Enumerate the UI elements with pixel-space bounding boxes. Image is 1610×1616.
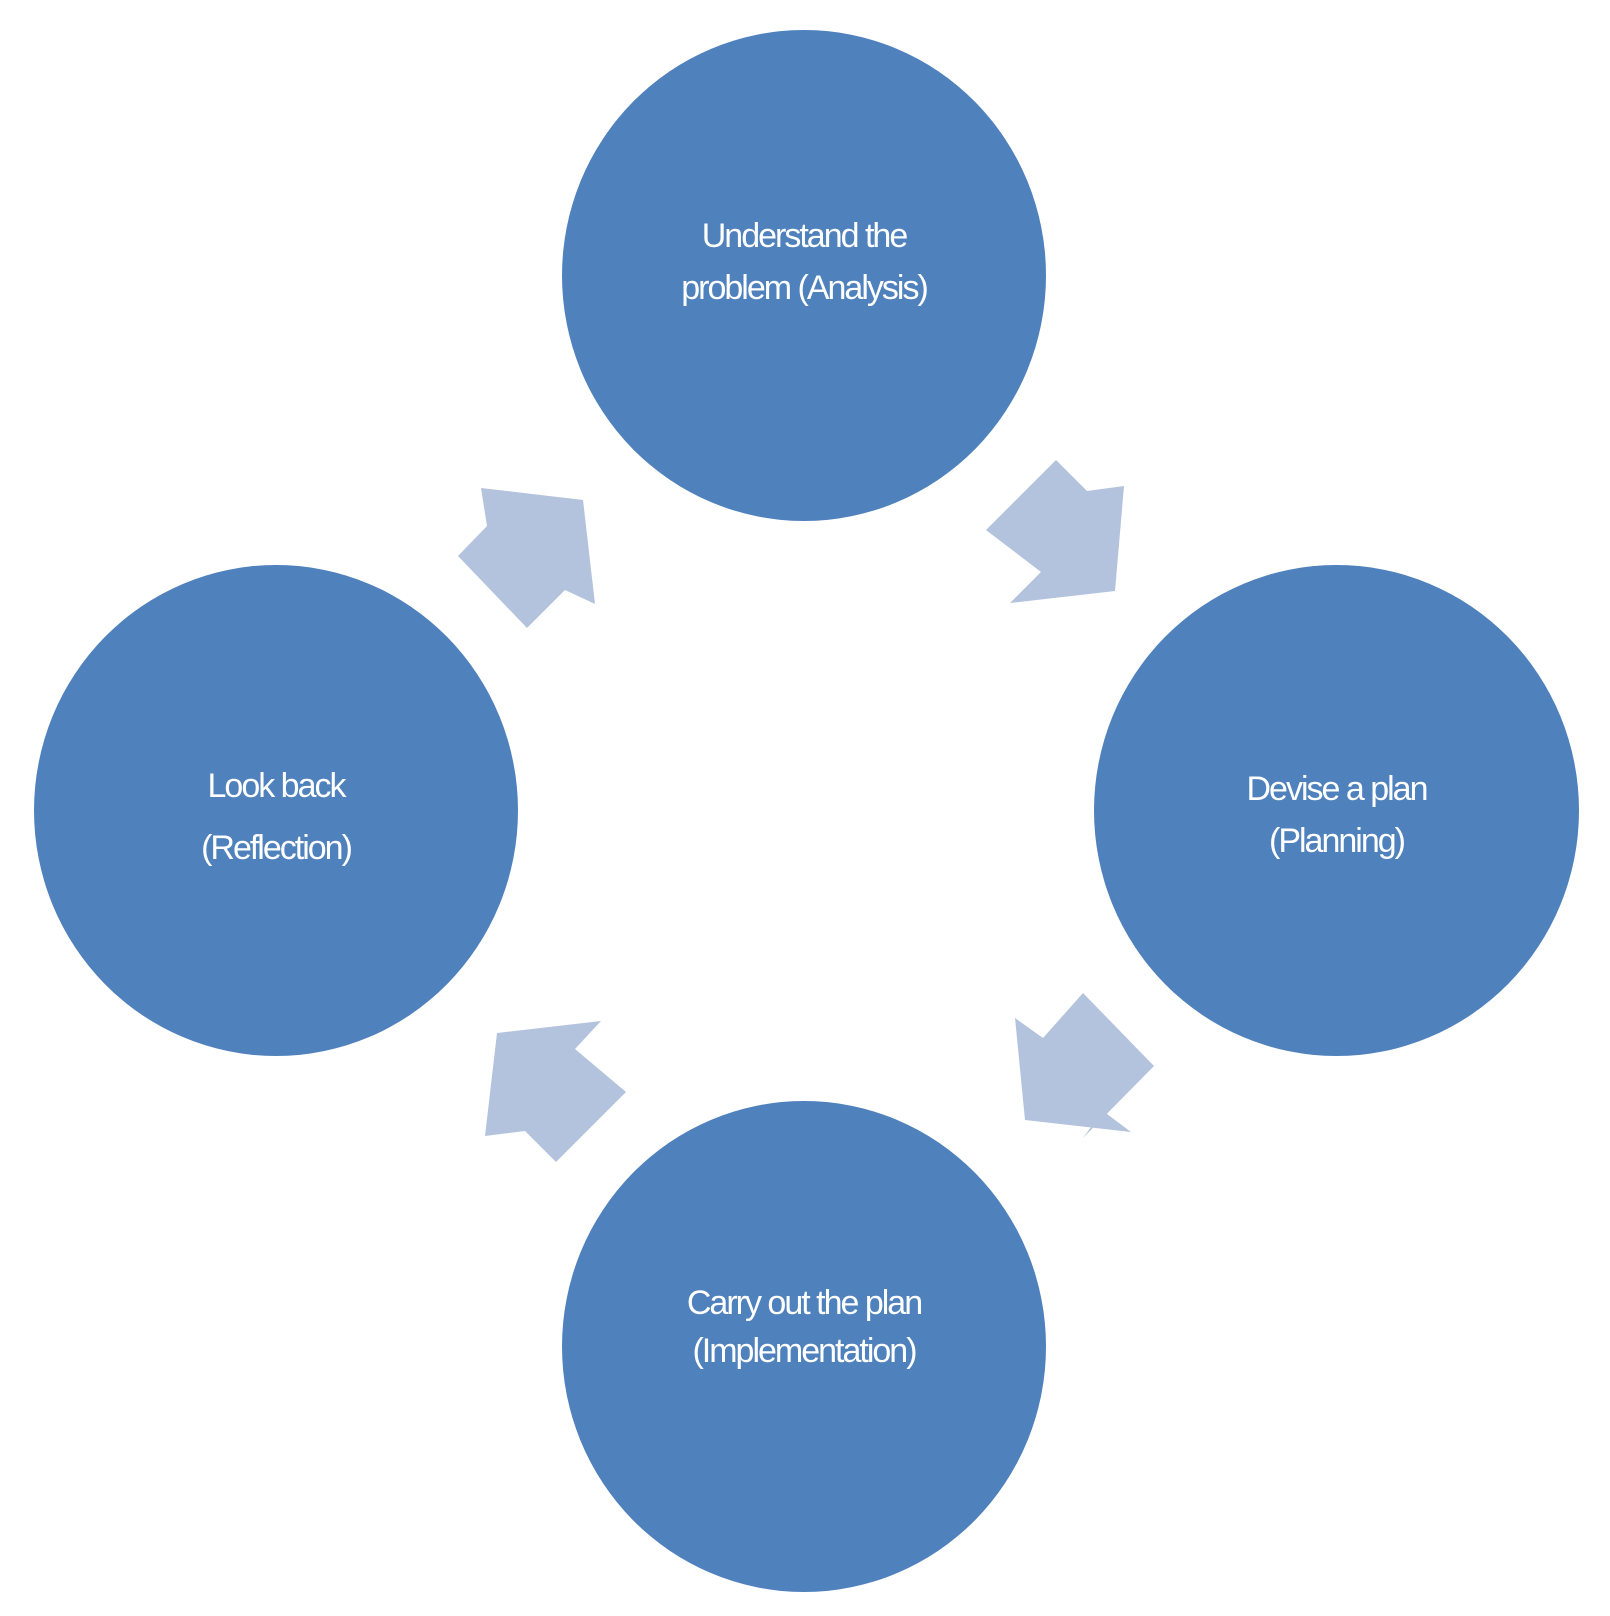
node-understand-label: Understand the problem (Analysis) <box>562 210 1046 314</box>
node-look-back: Look back (Reflection) <box>34 565 518 1056</box>
node-understand-line1: Understand the <box>701 217 909 255</box>
arrow-plan-to-carry <box>1015 993 1154 1138</box>
node-carry-line2: (Implementation) <box>692 1332 917 1370</box>
arrow-understand-to-plan <box>986 460 1124 603</box>
node-devise-a-plan: Devise a plan (Planning) <box>1094 565 1579 1056</box>
arrow-carry-to-lookback <box>485 1021 626 1162</box>
node-carry-label: Carry out the plan (Implementation) <box>562 1279 1046 1375</box>
node-understand-line2: problem (Analysis) <box>681 269 929 307</box>
node-lookback-line2: (Reflection) <box>201 829 353 867</box>
node-carry-line1: Carry out the plan <box>686 1284 923 1322</box>
node-carry-out-the-plan: Carry out the plan (Implementation) <box>562 1101 1046 1592</box>
node-lookback-label: Look back (Reflection) <box>34 755 518 879</box>
node-plan-label: Devise a plan (Planning) <box>1094 763 1579 867</box>
node-understand-the-problem: Understand the problem (Analysis) <box>562 30 1046 521</box>
node-plan-line1: Devise a plan <box>1246 770 1428 808</box>
node-plan-line2: (Planning) <box>1269 822 1406 860</box>
node-lookback-line1: Look back <box>207 767 347 805</box>
arrow-lookback-to-understand <box>458 488 595 628</box>
